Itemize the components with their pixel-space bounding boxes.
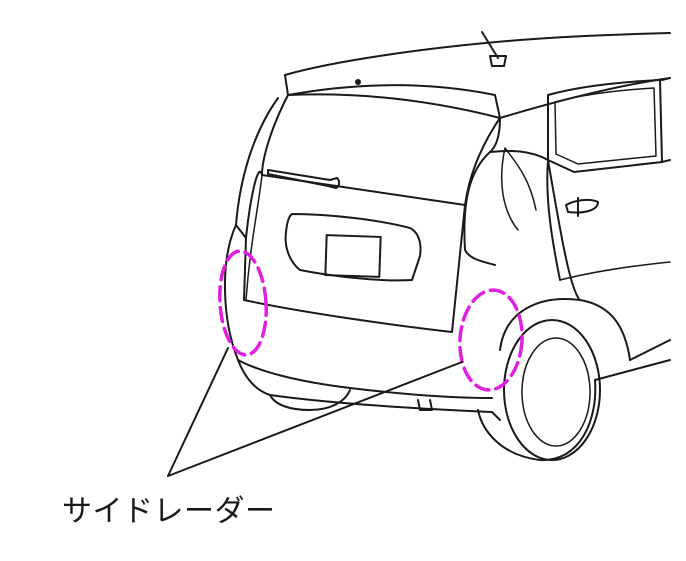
- side-character-line: [559, 261, 671, 281]
- right-wheel: [503, 319, 601, 461]
- roof-edge: [284, 74, 671, 119]
- right-tail-lamp: [463, 117, 501, 266]
- plate-recess: [284, 213, 422, 282]
- tailgate-lower-line: [245, 174, 263, 301]
- tailgate-body: [243, 204, 466, 333]
- side-window: [547, 79, 663, 173]
- left-rear-tire: [269, 389, 351, 411]
- left-side-radar-marker: [218, 249, 268, 357]
- exhaust: [417, 399, 433, 411]
- right-quarter-inner: [500, 147, 537, 231]
- b-pillar: [661, 77, 671, 163]
- leader-line-left: [167, 347, 229, 477]
- rear-wiper: [267, 169, 341, 189]
- license-plate: [324, 234, 382, 278]
- door-handle-icon: [565, 197, 599, 217]
- side-radar-label: サイドレーダー: [62, 494, 276, 529]
- right-rear-tire: [477, 379, 597, 462]
- right-side-radar-marker: [458, 288, 524, 392]
- rear-door-line: [547, 159, 671, 381]
- bumper-lower: [237, 359, 501, 421]
- leader-line-right: [167, 361, 463, 477]
- roof: [284, 32, 671, 76]
- antenna: [481, 31, 507, 67]
- right-quarter: [489, 150, 561, 281]
- rear-hatch-glass: [261, 93, 501, 206]
- side-window-frame: [554, 87, 657, 165]
- brake-lamp-dot: [355, 79, 361, 85]
- rear-bumper: [224, 224, 493, 399]
- right-wheel-rim: [521, 337, 591, 447]
